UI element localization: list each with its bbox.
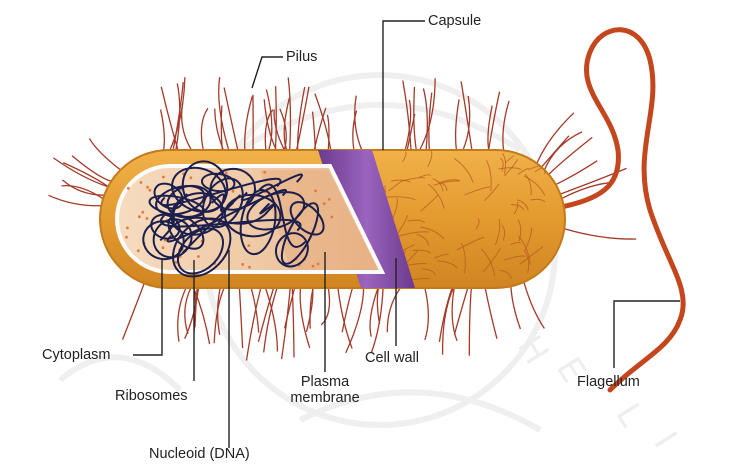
- ribosome-dot: [140, 181, 143, 184]
- pilus-strand: [201, 108, 207, 150]
- pilus-strand: [370, 288, 378, 337]
- ribosome-dot: [149, 189, 152, 192]
- pilus-strand: [387, 288, 400, 332]
- pilus-strand: [239, 288, 242, 348]
- pilus-strand: [377, 288, 379, 324]
- ribosome-dot: [263, 171, 266, 174]
- ribosome-dot: [130, 261, 133, 264]
- pilus-strand: [123, 283, 145, 339]
- ribosome-dot: [323, 202, 326, 205]
- label-ribosomes: Ribosomes: [115, 388, 188, 404]
- pilus-strand: [49, 195, 102, 205]
- pilus-strand: [549, 137, 593, 174]
- pilus-strand: [275, 86, 276, 150]
- ribosome-dot: [317, 263, 320, 266]
- pilus-strand: [346, 288, 364, 353]
- ribosome-dot: [141, 211, 144, 214]
- ribosome-dot: [225, 172, 228, 175]
- label-plasma-membrane: Plasma membrane: [280, 374, 370, 406]
- ribosome-dot: [197, 255, 200, 258]
- pilus-strand: [456, 99, 460, 150]
- flagellum: [556, 30, 683, 390]
- pilus-strand: [469, 288, 471, 356]
- pilus-strand: [511, 286, 521, 329]
- ribosome-dot: [125, 236, 128, 239]
- label-cytoplasm: Cytoplasm: [42, 347, 111, 363]
- pilus-strand: [556, 161, 597, 185]
- ribosome-dot: [232, 190, 235, 193]
- pilus-strand: [182, 103, 192, 150]
- pilus-strand: [266, 288, 278, 352]
- ribosome-dot: [330, 216, 333, 219]
- label-nucleoid: Nucleoid (DNA): [149, 446, 250, 462]
- ribosome-dot: [126, 227, 129, 230]
- label-plasma-line2: membrane: [290, 390, 359, 406]
- ribosome-dot: [162, 246, 165, 249]
- pilus-strand: [288, 77, 290, 150]
- ribosome-dot: [162, 176, 165, 179]
- ribosome-dot: [138, 215, 141, 218]
- ribosome-dot: [127, 187, 130, 190]
- pilus-strand: [342, 288, 352, 332]
- ribosome-dot: [247, 244, 250, 247]
- ribosome-dot: [241, 263, 244, 266]
- pilus-strand: [282, 288, 291, 359]
- pilus-strand: [62, 180, 104, 195]
- pilus-strand: [161, 110, 165, 151]
- pilus-strand: [537, 113, 574, 164]
- ribosome-dot: [137, 249, 140, 252]
- pilus-strand: [454, 288, 468, 335]
- pilus-strand: [300, 288, 310, 348]
- pilus-strand: [485, 288, 497, 339]
- pilus-strand: [72, 156, 111, 182]
- pilus-leader: [252, 57, 283, 88]
- label-cell-wall: Cell wall: [365, 350, 419, 366]
- label-capsule: Capsule: [428, 13, 481, 29]
- pilus-strand: [425, 288, 428, 340]
- label-pilus: Pilus: [286, 49, 317, 65]
- ribosome-dot: [248, 266, 251, 269]
- ribosome-dot: [146, 186, 149, 189]
- ribosome-dot: [146, 217, 149, 220]
- ribosome-dot: [312, 265, 315, 268]
- ribosome-dot: [328, 198, 331, 201]
- pilus-strand: [564, 229, 636, 239]
- ribosome-dot: [314, 190, 317, 193]
- label-plasma-line1: Plasma: [301, 374, 349, 390]
- ribosome-dot: [190, 176, 193, 179]
- label-flagellum: Flagellum: [577, 374, 640, 390]
- pilus-strand: [89, 138, 120, 170]
- pilus-strand: [443, 288, 454, 355]
